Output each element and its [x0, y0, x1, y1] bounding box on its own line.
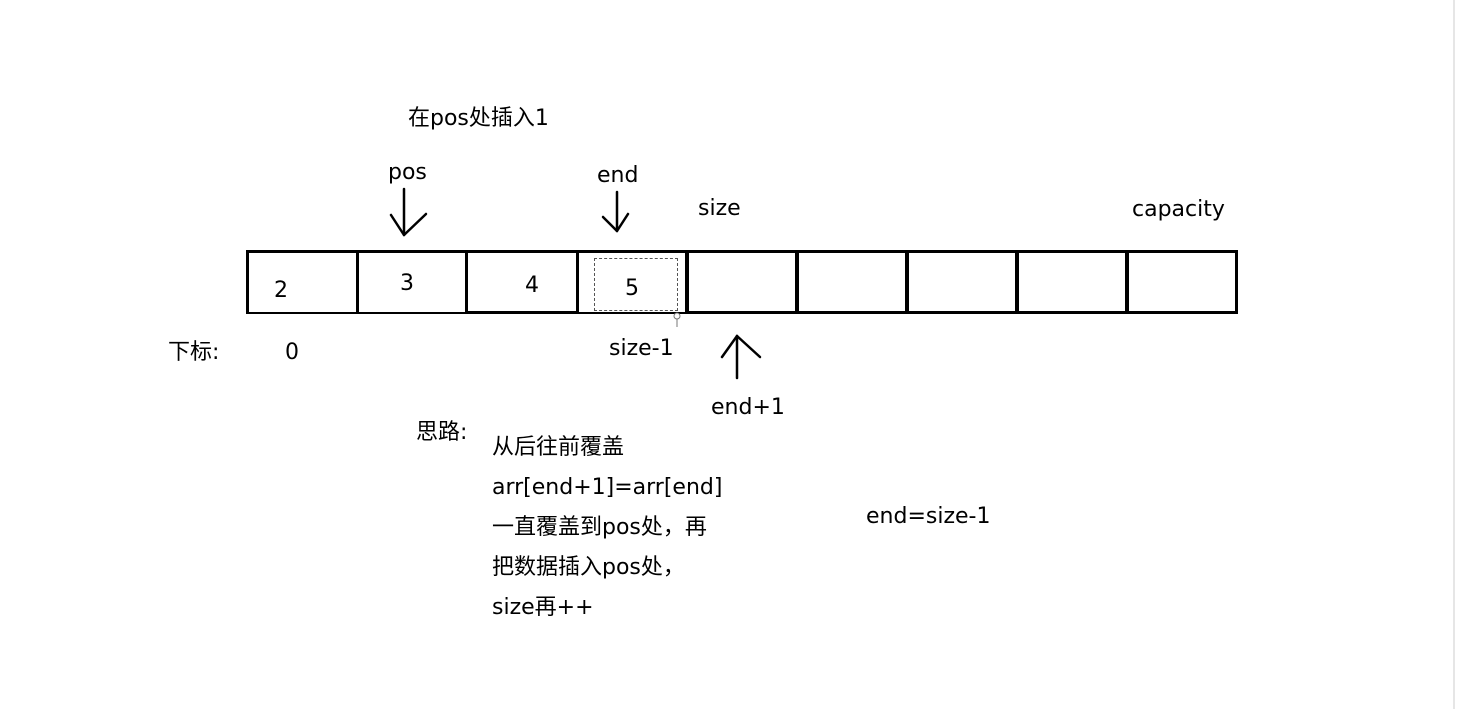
capacity-label: capacity	[1132, 197, 1225, 222]
selection-dashed-box	[594, 258, 678, 311]
note-line: size再++	[492, 595, 594, 620]
down-arrow-icon-end	[601, 190, 630, 233]
up-arrow-icon-end-plus-1	[720, 334, 762, 380]
array-cell-value: 4	[525, 273, 539, 298]
window-edge	[1453, 0, 1455, 709]
array-cell-0: 2	[246, 250, 358, 314]
size-label: size	[698, 196, 741, 221]
size-minus-1-label: size-1	[609, 336, 674, 361]
diagram-title: 在pos处插入1	[408, 106, 549, 131]
index-zero: 0	[285, 340, 299, 365]
idea-notes: 从后往前覆盖 arr[end+1]=arr[end] 一直覆盖到pos处，再 把…	[492, 428, 722, 628]
note-line: 从后往前覆盖	[492, 435, 625, 460]
array-cell-value: 3	[400, 271, 414, 296]
array-cell-1: 3	[356, 250, 468, 314]
note-line: arr[end+1]=arr[end]	[492, 475, 723, 500]
pos-label: pos	[388, 160, 427, 185]
array-cell-8	[1126, 250, 1238, 314]
end-equals-label: end=size-1	[866, 504, 991, 529]
array-cell-value: 2	[274, 278, 288, 303]
end-plus-1-label: end+1	[711, 395, 785, 420]
array-cell-2: 4	[466, 250, 578, 314]
end-label: end	[597, 163, 639, 188]
note-line: 一直覆盖到pos处，再	[492, 515, 707, 540]
idea-label: 思路:	[416, 420, 468, 445]
resize-handle-icon	[673, 312, 681, 327]
index-label: 下标:	[168, 340, 220, 365]
array-cell-value: 5	[625, 276, 639, 301]
note-line: 把数据插入pos处，	[492, 555, 685, 580]
down-arrow-icon-pos	[389, 187, 428, 237]
